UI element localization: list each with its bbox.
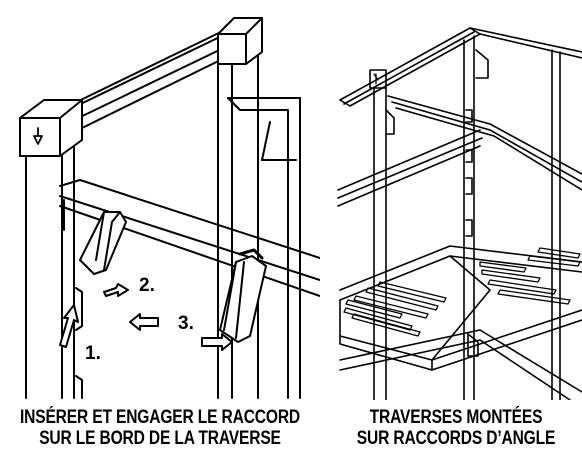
caption-right-line-1: TRAVERSES MONTÉES: [369, 407, 543, 428]
caption-right: TRAVERSES MONTÉES SUR RACCORDS D’ANGLE: [341, 407, 571, 449]
corner-post-right: [552, 50, 560, 400]
arrow-step-1: [60, 305, 78, 347]
arrow-step-3a: [130, 314, 158, 330]
connector-clip-right: [220, 250, 266, 342]
middle-crossbar: [338, 130, 482, 206]
down-arrow-icon: [34, 128, 42, 144]
caption-left-line-1: INSÉRER ET ENGAGER LE RACCORD: [19, 407, 301, 428]
rear-post: [218, 18, 262, 398]
caption-left-line-2: SUR LE BORD DE LA TRAVERSE: [39, 428, 281, 449]
connector-clip-left: [80, 212, 126, 274]
caption-left: INSÉRER ET ENGAGER LE RACCORD SUR LE BOR…: [12, 407, 307, 449]
shelf-slots-right: [480, 248, 580, 304]
front-post: [20, 100, 82, 398]
caption-right-line-2: SUR RACCORDS D’ANGLE: [356, 428, 556, 449]
arrow-step-3b: [202, 334, 232, 350]
right-frame: [228, 98, 300, 398]
slotted-post: [74, 190, 82, 398]
step-label-3: 3.: [178, 313, 194, 334]
upper-rails: [340, 28, 582, 190]
assembled-crossbars-illustration: [330, 0, 582, 400]
shelf-slots-left: [344, 282, 446, 336]
step-label-1: 1.: [85, 343, 101, 364]
connector-insertion-illustration: 1. 2. 3.: [0, 0, 320, 400]
bottom-crossbar: [340, 330, 582, 400]
arrow-step-2: [104, 284, 128, 296]
step-label-2: 2.: [139, 275, 155, 296]
slatted-shelf: [340, 246, 582, 370]
